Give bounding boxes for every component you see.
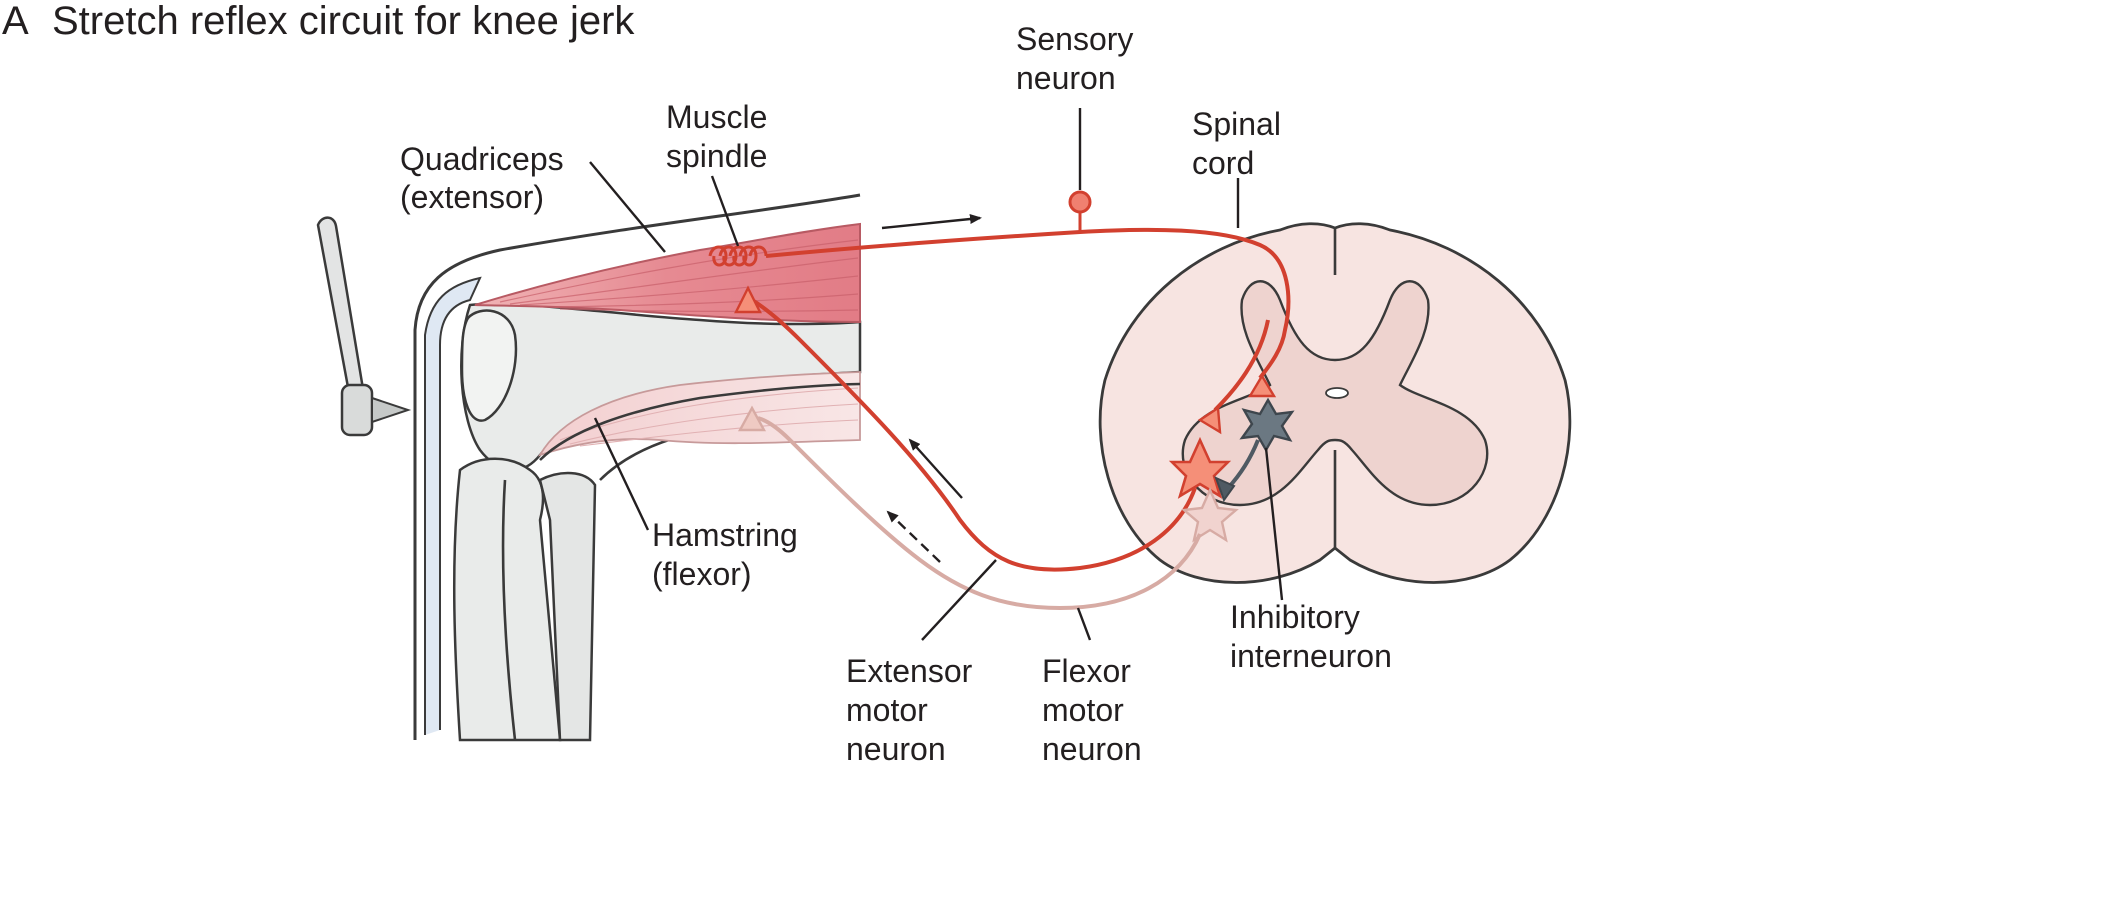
central-canal [1325,387,1349,399]
tibia-bone [452,457,562,742]
extensor-motor-neuron-soma [1168,436,1232,499]
svg-text:motor: motor [1042,692,1124,728]
svg-text:(flexor): (flexor) [652,556,752,592]
annotation-labels: Quadriceps (extensor) Muscle spindle Sen… [400,21,1392,767]
muscle-spindle-leader [710,175,740,247]
sensory-neuron-cell-body [1068,190,1092,214]
flexor-direction-arrow [886,510,941,563]
svg-text:Quadriceps: Quadriceps [400,141,564,177]
svg-text:interneuron: interneuron [1230,638,1392,674]
svg-text:Spinal: Spinal [1192,106,1281,142]
svg-text:neuron: neuron [1016,60,1116,96]
extensor-motor-neuron-leader [921,559,997,641]
quadriceps-leader [589,161,666,253]
svg-text:motor: motor [846,692,928,728]
inhibitory-synapse [1214,476,1236,503]
label-spinal-cord: Spinal cord [1192,106,1281,181]
hammer-tip [371,396,412,424]
flexor-motor-neuron-soma [1181,487,1239,543]
panel-letter: A [2,0,29,43]
svg-text:neuron: neuron [1042,731,1142,767]
shin-inner-line [501,479,517,741]
svg-text:neuron: neuron [846,731,946,767]
direction-arrows [881,214,982,563]
sensory-terminal-interneuron [1247,373,1277,398]
leg-anatomy [413,193,862,742]
thigh-skin-outline [413,193,861,740]
hammer-handle [316,216,366,400]
flexor-motor-neuron-axon [757,416,1202,611]
reflex-hammer [316,216,412,437]
sensory-neuron-axon [765,227,1291,380]
label-muscle-spindle: Muscle spindle [666,99,767,174]
svg-text:Muscle: Muscle [666,99,767,135]
thigh-bottom-outline [539,382,861,461]
svg-text:cord: cord [1192,145,1254,181]
hammer-head [340,383,374,437]
figure-title: A Stretch reflex circuit for knee jerk [2,0,635,43]
extensor-neuromuscular-junction [734,285,762,314]
label-flexor-motor-neuron: Flexor motor neuron [1042,653,1142,767]
svg-text:spindle: spindle [666,138,767,174]
svg-text:Extensor: Extensor [846,653,973,689]
label-hamstring: Hamstring (flexor) [652,517,798,592]
svg-text:Sensory: Sensory [1016,21,1133,57]
label-sensory-neuron: Sensory neuron [1016,21,1133,96]
flexor-motor-neuron-leader [1076,607,1092,641]
title-text: Stretch reflex circuit for knee jerk [52,0,635,43]
label-extensor-motor-neuron: Extensor motor neuron [846,653,973,767]
svg-text:Flexor: Flexor [1042,653,1131,689]
quadriceps-fibers [499,239,859,312]
extensor-direction-arrow [908,438,963,499]
patellar-tendon [424,276,482,735]
hamstring-leader [593,417,650,531]
flexor-neuromuscular-junction [737,405,767,432]
svg-text:Hamstring: Hamstring [652,517,798,553]
muscle-spindle [708,245,768,267]
patella-bone [460,309,518,422]
label-inhibitory-interneuron: Inhibitory interneuron [1230,599,1392,674]
sensory-direction-arrow [881,214,982,230]
svg-text:Inhibitory: Inhibitory [1230,599,1360,635]
hamstring-muscle [538,371,861,457]
sensory-neuron-branch [1213,319,1270,412]
inhibitory-interneuron-leader [1264,447,1284,601]
leader-lines [589,108,1284,641]
sensory-terminal-extensor [1197,405,1222,435]
label-quadriceps: Quadriceps (extensor) [400,141,564,215]
neural-circuit [708,190,1295,611]
hamstring-fibers [559,387,859,447]
extensor-motor-neuron-axon [750,298,1197,572]
svg-text:(extensor): (extensor) [400,179,544,215]
fibula-bone [538,471,597,742]
